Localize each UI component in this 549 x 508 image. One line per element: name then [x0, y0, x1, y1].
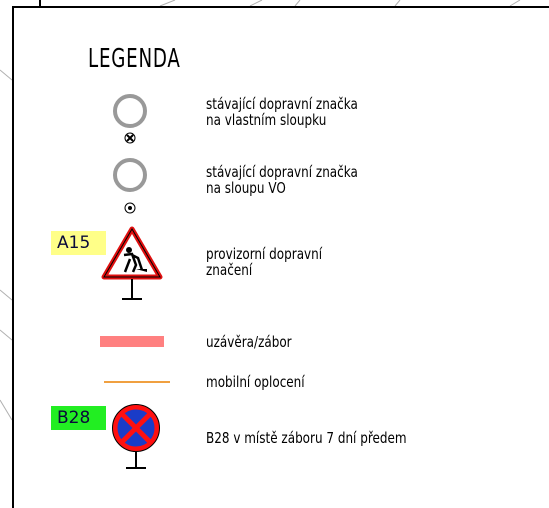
legend-label-existing-sign-lamp-post: stávající dopravní značka na sloupu VO: [206, 163, 358, 197]
existing-sign-lamp-post-icon: [113, 158, 147, 214]
mobile-fence-line: [104, 381, 170, 383]
legend-label-closure: uzávěra/zábor: [206, 333, 292, 351]
sign-code-b28: B28: [51, 406, 106, 430]
legend-label-temporary-signage: provizorní dopravní značení: [206, 245, 323, 279]
closure-area-bar: [100, 336, 164, 347]
legend-title: LEGENDA: [88, 44, 181, 74]
roadworks-warning-sign-icon: [101, 226, 163, 300]
existing-sign-own-post-icon: [113, 94, 147, 144]
legend-label-b28: B28 v místě záboru 7 dní předem: [206, 429, 407, 447]
legend-label-existing-sign-own-post: stávající dopravní značka na vlastním sl…: [206, 95, 358, 129]
background-map-lines: [0, 0, 521, 421]
legend-label-mobile-fence: mobilní oplocení: [206, 373, 305, 391]
sign-code-a15: A15: [51, 231, 106, 255]
no-stopping-sign-icon: [112, 404, 160, 469]
